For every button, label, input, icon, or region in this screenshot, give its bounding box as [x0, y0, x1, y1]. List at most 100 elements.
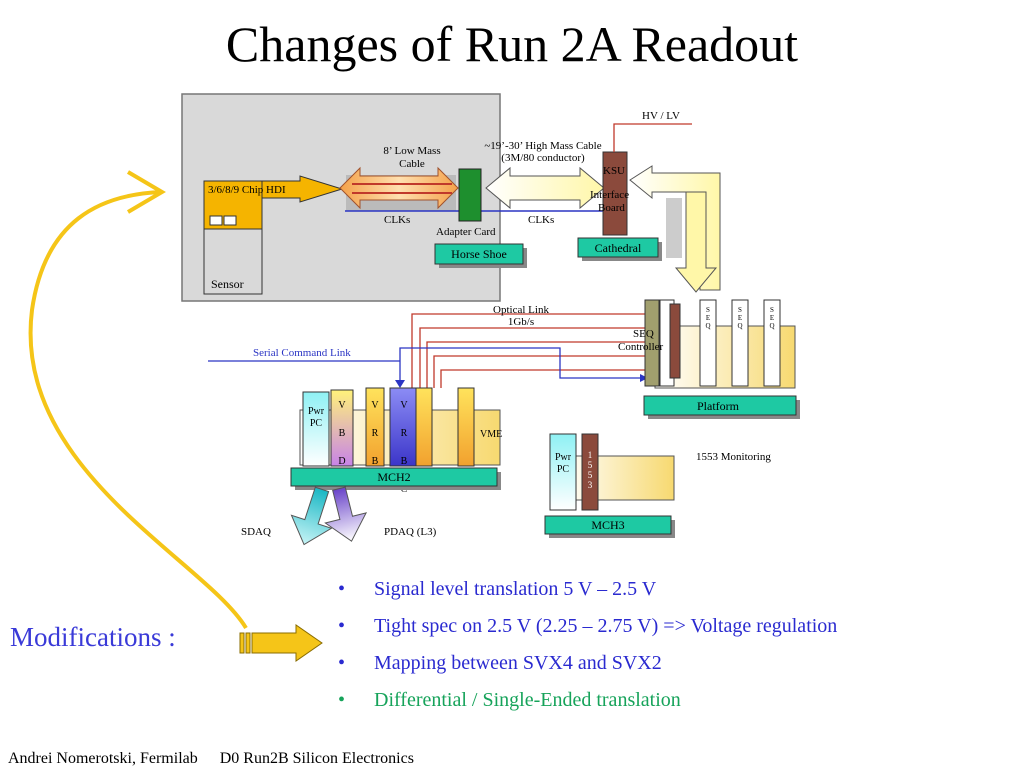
cathedral-box	[577, 237, 659, 258]
seq-letter-q: Q	[737, 322, 742, 330]
footer-author: Andrei Nomerotski, Fermilab	[8, 750, 198, 767]
mil1553-card	[581, 433, 599, 511]
seq-letter-q: Q	[769, 322, 774, 330]
sensor-label: Sensor	[211, 277, 244, 291]
mch3-label: MCH3	[591, 518, 624, 532]
low-mass-cable-label: 8’ Low Mass	[383, 145, 440, 157]
high-mass-cable-arrow	[485, 166, 605, 210]
pwr-pc-card	[302, 391, 330, 467]
seq-letter-q: Q	[705, 322, 710, 330]
sdaq-arrow	[290, 486, 333, 546]
adapter-card-label: Adapter Card	[436, 226, 496, 238]
low-mass-cable-label-2: Cable	[399, 158, 425, 170]
ksu-interface-board	[602, 151, 628, 236]
ksu-label: KSU	[603, 165, 625, 177]
adapter-card	[458, 168, 482, 222]
vrb-letter-r: R	[372, 428, 379, 439]
bullet-dot: •	[338, 652, 346, 674]
footer: Andrei Nomerotski, Fermilab D0 Run2B Sili…	[8, 750, 414, 768]
mil1553-digit: 5	[588, 470, 593, 480]
hdi-connector-arrow	[261, 175, 344, 203]
bullet-text: Tight spec on 2.5 V (2.25 – 2.75 V) => V…	[374, 615, 838, 637]
footer-event: D0 Run2B Silicon Electronics	[219, 750, 414, 767]
vrbc-card	[389, 387, 417, 467]
monitoring-label: 1553 Monitoring	[696, 451, 771, 463]
bullet-dot: •	[338, 578, 346, 600]
chip-hdi-label: 3/6/8/9 Chip HDI	[208, 184, 286, 196]
seq-controller-card	[644, 299, 660, 387]
command-link-arrowhead	[640, 374, 648, 382]
low-mass-cable-arrow	[339, 166, 459, 210]
pwr-pc-label: Pwr	[308, 406, 325, 417]
modifications-label: Modifications :	[10, 622, 176, 652]
slide-title: Changes of Run 2A Readout	[225, 16, 799, 72]
bullet-list: • Signal level translation 5 V – 2.5 V • T…	[338, 571, 837, 719]
vrbc-letter-v: V	[400, 400, 408, 411]
bullet-item: • Tight spec on 2.5 V (2.25 – 2.75 V) => …	[338, 608, 837, 645]
clks-right-label: CLKs	[528, 214, 554, 226]
hv-lv-line	[613, 123, 692, 152]
ksu-down-arrow	[674, 191, 718, 293]
vrb-letter-b: B	[372, 456, 379, 467]
bullet-text: Mapping between SVX4 and SVX2	[374, 652, 662, 674]
vbd-card	[330, 389, 354, 467]
mch2-label: MCH2	[377, 470, 410, 484]
mch2-box	[290, 467, 498, 487]
chip-icon	[209, 215, 223, 226]
mch3-pwr-pc-label: Pwr	[555, 452, 572, 463]
horse-shoe-box	[434, 243, 524, 265]
optical-link-line	[433, 355, 645, 388]
cathedral-label: Cathedral	[595, 241, 642, 255]
seq-letter-s: S	[770, 306, 774, 314]
serial-command-arrowhead	[395, 380, 405, 388]
seq-letter-e: E	[770, 314, 774, 322]
high-mass-cable-label: ~19’-30’ High Mass Cable	[484, 140, 601, 152]
pdaq-arrow	[324, 486, 368, 542]
bullet-dot: •	[338, 689, 346, 711]
seq-letter-s: S	[738, 306, 742, 314]
optical-link-line	[440, 369, 645, 388]
seq-letter-e: E	[738, 314, 742, 322]
ksu-side-shadow	[666, 198, 682, 258]
bullet-item: • Mapping between SVX4 and SVX2	[338, 645, 837, 682]
mch3-pwr-pc-card	[549, 433, 577, 511]
mch3-box	[544, 515, 672, 535]
seq-card: S E Q	[699, 299, 717, 387]
seq-letter-e: E	[706, 314, 710, 322]
high-mass-cable-label-2: (3M/80 conductor)	[501, 152, 585, 164]
clks-left-label: CLKs	[384, 214, 410, 226]
platform-label: Platform	[697, 399, 740, 413]
curve-arrowhead	[126, 170, 166, 214]
optical-link-line	[419, 327, 645, 388]
seq-controller-label: SEQ	[633, 328, 654, 340]
bullet-item: • Signal level translation 5 V – 2.5 V	[338, 571, 837, 608]
platform-box	[643, 395, 797, 416]
mods-arrow-tail	[245, 632, 251, 654]
optical-link-label: Optical Link	[493, 304, 549, 316]
interface-board-label-2: Board	[598, 202, 625, 214]
seq-controller-card-3	[669, 303, 681, 379]
bullet-item: • Differential / Single-Ended translation	[338, 682, 837, 719]
pwr-pc-label-2: PC	[310, 418, 323, 429]
horse-shoe-label: Horse Shoe	[451, 247, 507, 261]
serial-command-link-label: Serial Command Link	[253, 347, 351, 359]
seq-letter-s: S	[706, 306, 710, 314]
mch3-pwr-pc-label-2: PC	[557, 464, 570, 475]
mch3-crate	[561, 455, 675, 501]
pdaq-label: PDAQ (L3)	[384, 526, 437, 538]
bullet-dot: •	[338, 615, 346, 637]
bullet-text: Differential / Single-Ended translation	[374, 689, 681, 711]
mods-arrow-tail	[239, 632, 245, 654]
command-link-to-platform	[399, 347, 640, 379]
vrb-card-3	[457, 387, 475, 467]
hv-lv-label: HV / LV	[642, 110, 680, 122]
mil1553-digit: 1	[588, 450, 593, 460]
optical-link-line	[411, 313, 645, 388]
interface-board-label: Interface	[590, 189, 629, 201]
bullet-text: Signal level translation 5 V – 2.5 V	[374, 578, 657, 600]
modifications-curve-arrow	[28, 190, 248, 630]
vme-label: VME	[480, 429, 502, 440]
vrbc-letter-b: B	[401, 456, 408, 467]
chip-icon	[223, 215, 237, 226]
vbd-letter-b: B	[339, 428, 346, 439]
